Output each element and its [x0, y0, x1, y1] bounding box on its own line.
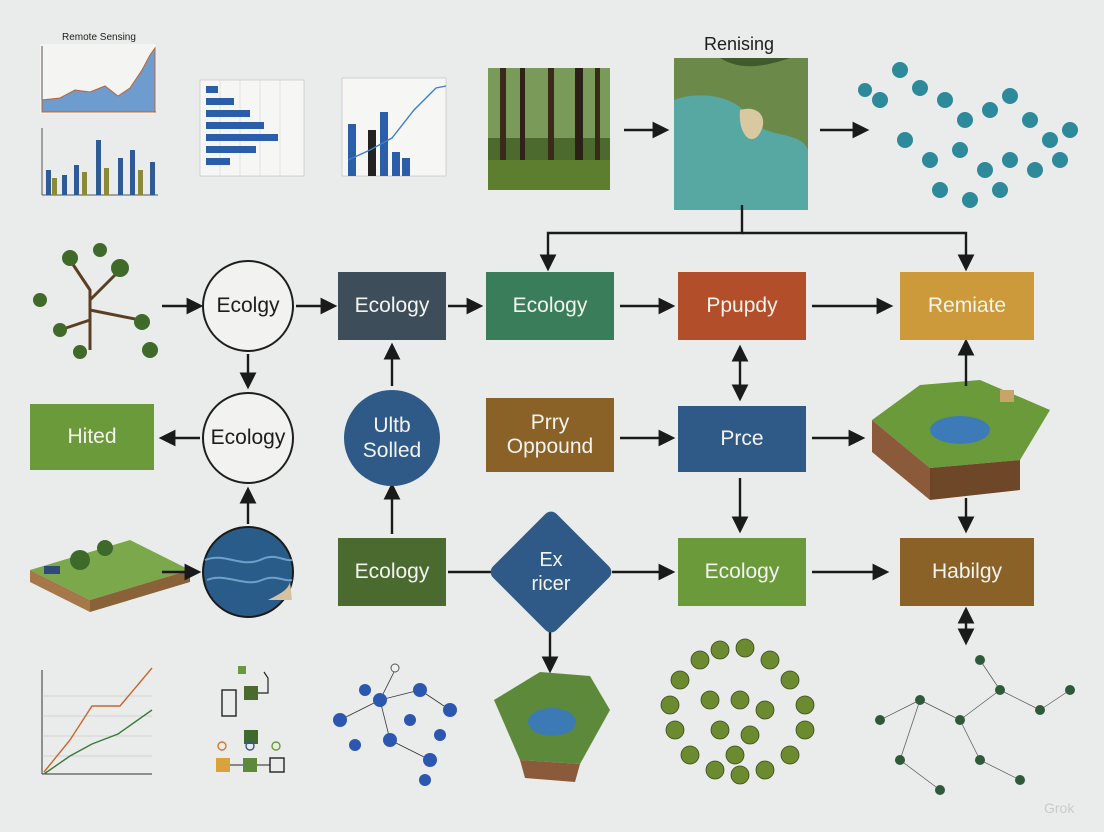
- ecology-olive-node[interactable]: Ecology: [338, 538, 446, 606]
- ex-ricer-decision-node[interactable]: Ex ricer: [506, 527, 596, 617]
- mixed-chart-thumbnail: [342, 78, 446, 176]
- lake-terrain-illustration: [494, 672, 610, 782]
- land-block-illustration: [30, 540, 190, 612]
- horizontal-bar-chart-thumbnail: [200, 80, 304, 176]
- network-graph-green: [875, 655, 1075, 795]
- ecology-green-node[interactable]: Ecology: [486, 272, 614, 340]
- mini-flowchart-icon: [216, 666, 284, 772]
- prry-oppound-node[interactable]: Prry Oppound: [486, 398, 614, 472]
- ultb-solled-node[interactable]: Ultb Solled: [344, 390, 440, 486]
- remiate-node[interactable]: Remiate: [900, 272, 1034, 340]
- habitat-terrain-illustration: [872, 380, 1050, 500]
- aerial-lake-photo: [674, 58, 808, 210]
- chart-caption: Remote Sensing: [62, 32, 136, 43]
- bar-chart-thumbnail: [42, 128, 158, 195]
- habilgy-node[interactable]: Habilgy: [900, 538, 1034, 606]
- decision-label: Ex ricer: [506, 527, 596, 617]
- ecology-dark-node[interactable]: Ecology: [338, 272, 446, 340]
- prce-node[interactable]: Prce: [678, 406, 806, 472]
- forest-photo: [488, 68, 610, 190]
- watermark: Grok: [1044, 800, 1074, 816]
- water-circle-illustration: [203, 527, 293, 617]
- line-chart-thumbnail: [42, 668, 152, 774]
- molecule-network-blue: [333, 664, 457, 786]
- ecology-lightgreen-node[interactable]: Ecology: [678, 538, 806, 606]
- image-caption: Renising: [704, 34, 774, 55]
- tree-illustration: [33, 243, 158, 359]
- ppupdy-node[interactable]: Ppupdy: [678, 272, 806, 340]
- molecule-cluster-olive: [661, 639, 814, 784]
- ecology-circle-node[interactable]: Ecolgy: [202, 260, 294, 352]
- ecology-circle-node-2[interactable]: Ecology: [202, 392, 294, 484]
- hited-node[interactable]: Hited: [30, 404, 154, 470]
- molecule-network-teal: [858, 62, 1078, 208]
- area-chart-thumbnail: [40, 44, 156, 114]
